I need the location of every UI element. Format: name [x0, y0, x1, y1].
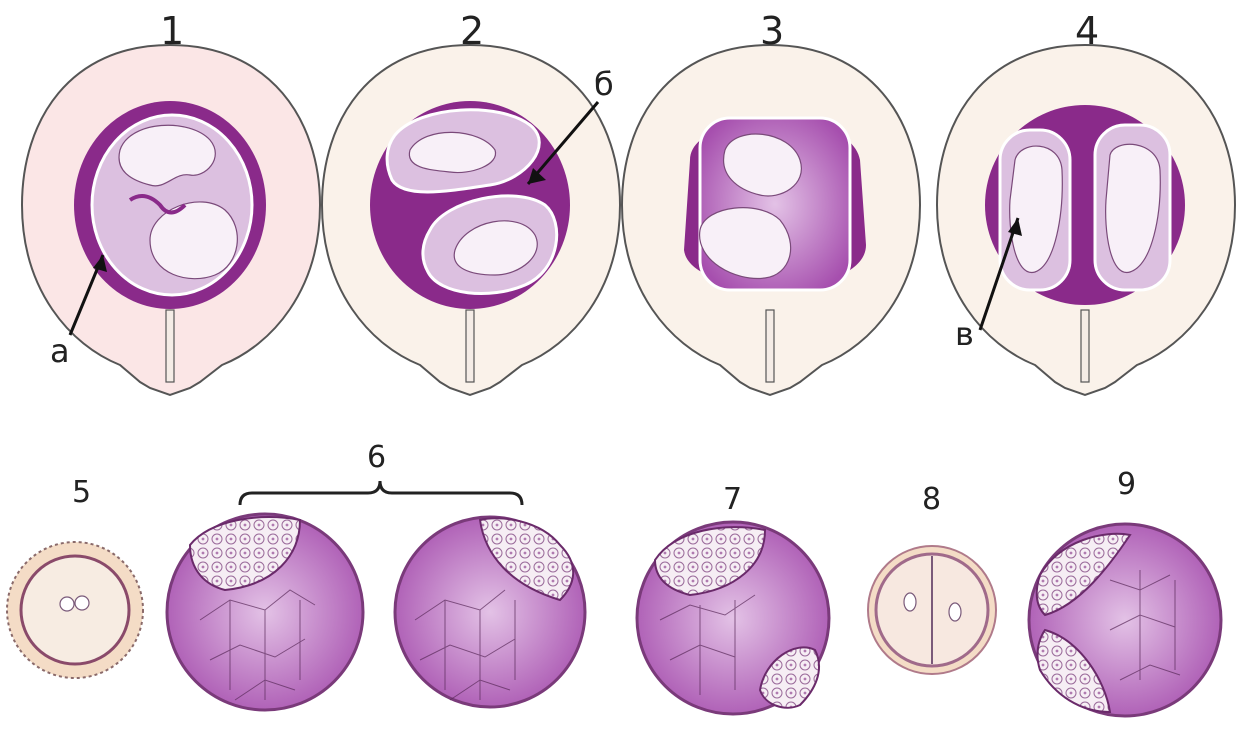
embryo-panel-9	[1029, 524, 1221, 716]
embryo-panel-5	[7, 542, 143, 678]
blastocyst-left	[167, 514, 363, 710]
bracket	[240, 481, 522, 505]
panel-number-5: 5	[72, 478, 91, 508]
panel-number-4: 4	[1075, 12, 1099, 50]
panel-number-1: 1	[160, 12, 184, 50]
uterus-panel-4	[937, 45, 1235, 395]
cervix	[466, 310, 474, 382]
uterus-panel-3	[622, 45, 920, 395]
embryo-panel-7	[637, 522, 829, 714]
embryo-panel-8	[868, 546, 996, 674]
panel-number-2: 2	[460, 12, 484, 50]
panel-number-6: 6	[367, 443, 386, 473]
panel-number-8: 8	[922, 485, 941, 515]
pointer-label-v: в	[955, 318, 974, 350]
cervix	[1081, 310, 1089, 382]
cervix	[766, 310, 774, 382]
cervix	[166, 310, 174, 382]
panel-number-3: 3	[760, 12, 784, 50]
embryo-panel-6	[167, 481, 585, 710]
panel-number-9: 9	[1117, 470, 1136, 500]
blastocyst-right	[395, 517, 585, 707]
pointer-label-b: б	[594, 68, 614, 100]
panel-number-7: 7	[723, 485, 742, 515]
uterus-panel-2	[322, 45, 620, 395]
pointer-label-a: а	[50, 335, 70, 367]
